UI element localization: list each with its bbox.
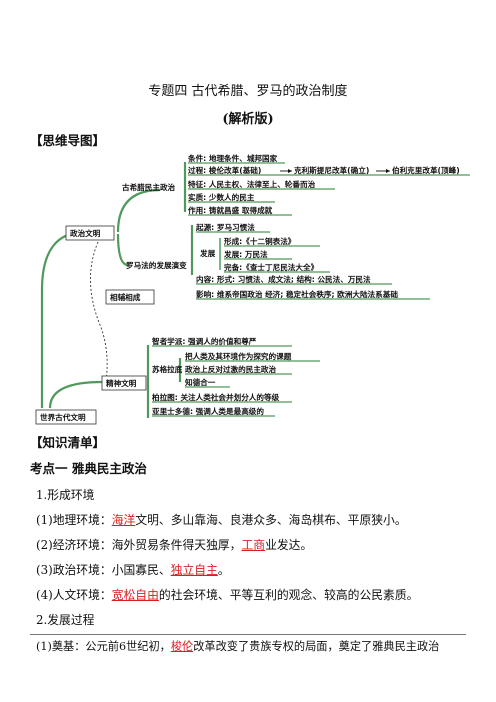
link-dashed-line [90,241,108,383]
section-mindmap-heading: 【思维导图】 [30,133,106,148]
politics-node-label: 政治文明 [70,228,101,238]
page-subtitle: (解析版) [222,112,274,127]
greek-process-b: 克利斯提尼改革(确立) [294,165,369,175]
connector-politics-greek [116,188,161,233]
greek-condition: 条件: 地理条件、城邦国家 [188,153,278,163]
roman-form: 形成:《十二铜表法》 [224,236,295,246]
greek-process-a: 过程: 梭伦改革(基础) [188,165,261,175]
spirit-aristotle: 亚里士多德: 强调人类是最高级的 [152,406,264,416]
roman-content: 内容: 形式: 习惯法、成文法; 结构: 公民法、万民法 [196,274,371,284]
link-node-label: 相辅相成 [110,292,141,302]
politics-node-box [65,225,115,241]
spirit-node-label: 精神文明 [106,378,137,388]
roman-node-label: 罗马法的发展演变 [126,260,187,270]
mind-map: 世界古代文明 政治文明 相辅相成 精神文明 古希腊民主政治 条件: 地理条件、城… [35,153,470,425]
connector-root-politics [40,230,86,408]
roman-origin: 起源: 罗马习惯法 [195,222,255,232]
list-item-culture: (4)人文环境：宽松自由的社会环境、平等互利的观念、较高的公民素质。 [36,588,419,602]
link-node-box [105,289,155,305]
list-item-geography: (1)地理环境：海洋文明、多山靠海、良港众多、海岛棋布、平原狭小。 [36,513,407,527]
divider [30,634,466,635]
list-item-economy: (2)经济环境：海外贸易条件得天独厚，工商业发达。 [36,538,313,552]
section-knowledge-heading: 【知识清单】 [30,435,106,450]
root-node-box [35,409,97,425]
list-item-politics: (3)政治环境：小国寡民、独立自主。 [36,563,230,577]
socrates-item-1: 把人类及其环境作为探究的课题 [185,351,292,361]
spirit-socrates: 苏格拉底 [152,364,183,374]
exam-point-heading: 考点一 雅典民主政治 [30,461,147,476]
greek-essence: 实质: 少数人的民主 [188,192,255,202]
subheading-process: 2.发展过程 [36,613,95,627]
subheading-environment: 1.形成环境 [36,488,95,502]
spirit-sophist: 智者学派: 强调人的价值和尊严 [152,336,257,346]
connector-root-spirit [48,380,103,409]
roman-develop: 发展 [199,248,216,258]
page-title: 专题四 古代希腊、罗马的政治制度 [148,84,348,99]
greek-effect: 作用: 铸就昌盛 取得成就 [188,205,273,215]
root-node-label: 世界古代文明 [40,412,86,422]
socrates-item-2: 政治上反对过激的民主政治 [185,364,277,374]
roman-impact: 影响: 维系帝国政治 经济; 稳定社会秩序; 欧洲大陆法系基础 [196,289,398,299]
greek-node-label: 古希腊民主政治 [122,182,176,192]
spirit-plato: 柏拉图: 关注人类社会并划分人的等级 [152,392,280,402]
roman-develop2: 发展: 万民法 [223,249,268,259]
greek-feature: 特征: 人民主权、法律至上、轮番而治 [188,179,316,189]
roman-complete: 完备:《查士丁尼民法大全》 [224,262,318,272]
connector-politics-roman [116,233,129,267]
list-item-foundation: (1)奠基：公元前6世纪初，梭伦改革改变了贵族专权的局面，奠定了雅典民主政治 [36,640,440,653]
socrates-item-3: 知德合一 [185,377,216,387]
spirit-node-box [101,375,147,391]
greek-process-c: 伯利克里改革(顶峰) [392,165,460,175]
